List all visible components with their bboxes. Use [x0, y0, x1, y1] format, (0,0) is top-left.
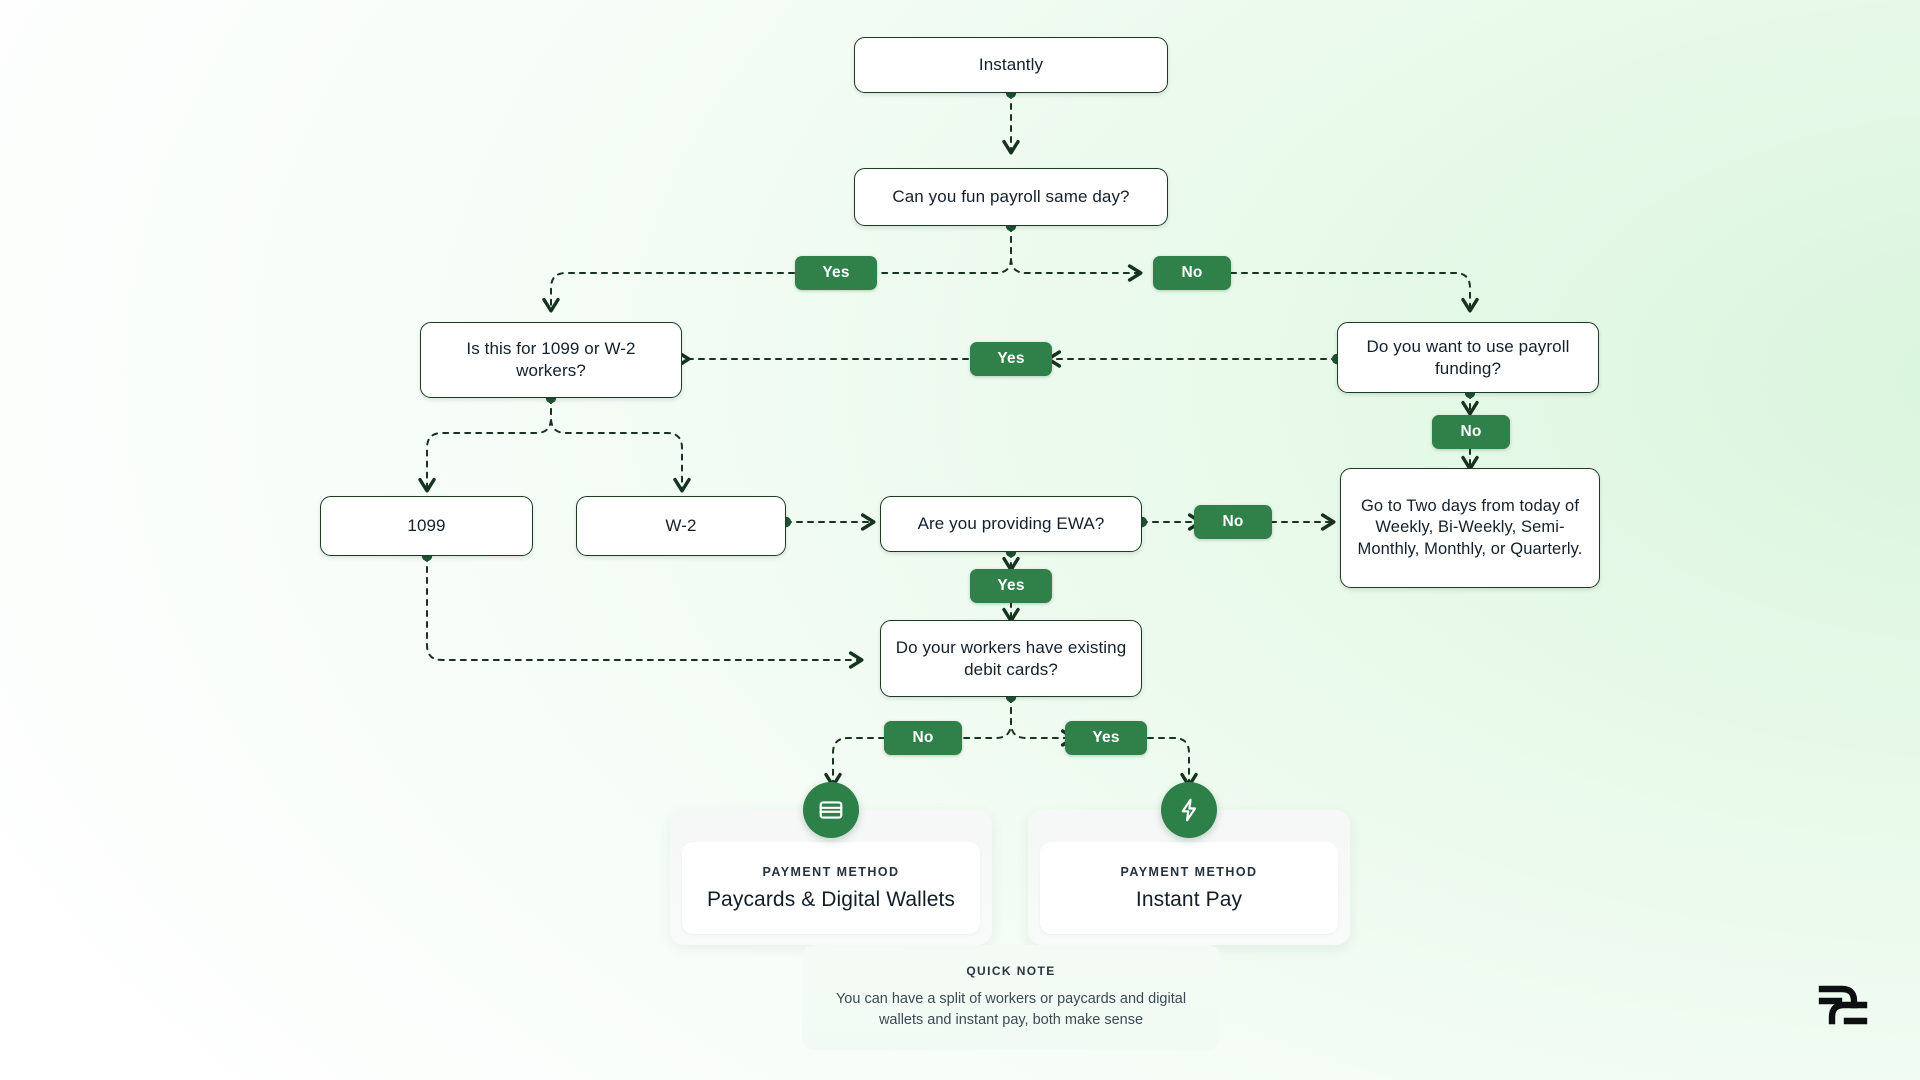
badge-yes-debit-cards[interactable]: Yes	[1065, 721, 1147, 755]
node-label: Do your workers have existing debit card…	[895, 637, 1127, 679]
lightning-bolt-icon	[1161, 782, 1217, 838]
badge-yes-payroll-funding[interactable]: Yes	[970, 342, 1052, 376]
node-label: W-2	[665, 516, 697, 536]
badge-label: No	[912, 729, 934, 746]
badge-yes-same-day[interactable]: Yes	[795, 256, 877, 290]
node-label: Do you want to use payroll funding?	[1366, 336, 1570, 378]
badge-label: No	[1460, 423, 1482, 440]
card-body: PAYMENT METHOD Paycards & Digital Wallet…	[682, 842, 980, 934]
node-label: Can you fun payroll same day?	[892, 187, 1130, 207]
node-label: Go to Two days from today of Weekly, Bi-…	[1357, 497, 1583, 558]
card-instant-pay[interactable]: PAYMENT METHOD Instant Pay	[1028, 782, 1350, 945]
badge-label: Yes	[997, 577, 1025, 594]
quick-note: QUICK NOTE You can have a split of worke…	[802, 945, 1220, 1050]
badge-label: No	[1181, 264, 1203, 281]
node-label: Are you providing EWA?	[917, 514, 1105, 534]
quick-note-kicker: QUICK NOTE	[966, 963, 1056, 978]
node-payroll-funding-question[interactable]: Do you want to use payroll funding?	[1337, 322, 1599, 393]
card-title: Instant Pay	[1135, 887, 1243, 911]
node-debit-cards-question[interactable]: Do your workers have existing debit card…	[880, 620, 1142, 697]
badge-no-debit-cards[interactable]: No	[884, 721, 962, 755]
card-body: PAYMENT METHOD Instant Pay	[1040, 842, 1338, 934]
badge-no-ewa[interactable]: No	[1194, 505, 1272, 539]
node-two-days-outcome[interactable]: Go to Two days from today of Weekly, Bi-…	[1340, 468, 1600, 588]
badge-no-same-day[interactable]: No	[1153, 256, 1231, 290]
badge-yes-ewa[interactable]: Yes	[970, 569, 1052, 603]
node-worker-type-question[interactable]: Is this for 1099 or W-2 workers?	[420, 322, 682, 398]
quick-note-body: You can have a split of workers or payca…	[835, 990, 1187, 1028]
badge-label: Yes	[1092, 729, 1120, 746]
node-same-day-question[interactable]: Can you fun payroll same day?	[854, 168, 1168, 226]
node-instantly[interactable]: Instantly	[854, 37, 1168, 93]
node-ewa-question[interactable]: Are you providing EWA?	[880, 496, 1142, 552]
card-title: Paycards & Digital Wallets	[706, 887, 956, 911]
card-kicker: PAYMENT METHOD	[1120, 864, 1258, 879]
credit-card-icon	[803, 782, 859, 838]
node-label: 1099	[407, 516, 446, 536]
badge-label: Yes	[822, 264, 850, 281]
badge-no-payroll-funding[interactable]: No	[1432, 415, 1510, 449]
node-1099[interactable]: 1099	[320, 496, 533, 556]
card-kicker: PAYMENT METHOD	[762, 864, 900, 879]
node-label: Instantly	[978, 55, 1044, 75]
badge-label: Yes	[997, 350, 1025, 367]
node-label: Is this for 1099 or W-2 workers?	[466, 339, 636, 380]
node-w2[interactable]: W-2	[576, 496, 786, 556]
card-paycards[interactable]: PAYMENT METHOD Paycards & Digital Wallet…	[670, 782, 992, 945]
brand-logo	[1812, 974, 1874, 1036]
badge-label: No	[1222, 513, 1244, 530]
